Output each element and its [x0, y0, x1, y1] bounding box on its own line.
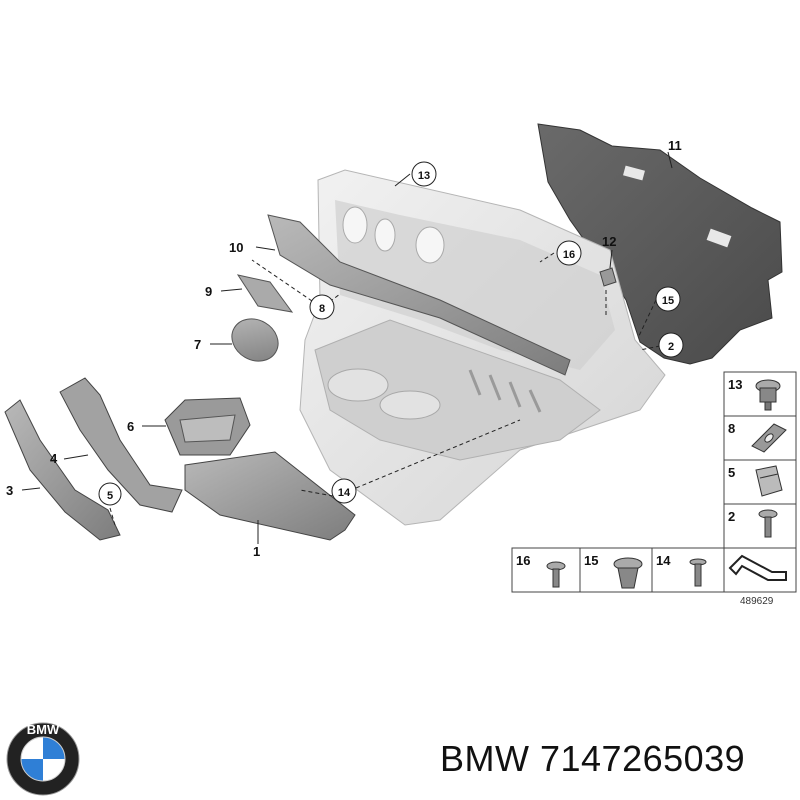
clip-13-icon — [755, 379, 781, 411]
legend-label-8: 8 — [728, 421, 735, 436]
diagram-reference-number: 489629 — [740, 596, 774, 607]
legend-label-16: 16 — [516, 553, 530, 568]
callout-16: 16 — [563, 249, 575, 261]
callout-14: 14 — [338, 487, 351, 499]
callout-2: 2 — [668, 341, 674, 353]
part-6-handle-bracket — [164, 397, 251, 456]
legend-label-14: 14 — [656, 553, 671, 568]
callout-9: 9 — [205, 284, 212, 299]
part-7-round-cover — [231, 318, 279, 362]
legend-label-5: 5 — [728, 465, 735, 480]
part-1-armrest — [184, 451, 356, 541]
part-4-handle-carrier — [59, 377, 183, 513]
callout-11: 11 — [668, 138, 682, 153]
fastener-legend: 13 8 5 2 16 15 14 — [511, 371, 797, 607]
legend-label-13: 13 — [728, 377, 742, 392]
part-9-bracket — [236, 274, 294, 313]
legend-label-2: 2 — [728, 509, 735, 524]
callout-6: 6 — [127, 419, 134, 434]
logo-letters: BMW — [27, 722, 60, 737]
part-12-clip — [599, 267, 617, 287]
callout-5: 5 — [107, 490, 113, 502]
callout-3: 3 — [6, 483, 13, 498]
screw-2-icon — [758, 509, 778, 538]
screw-14-icon — [689, 558, 707, 587]
part-10-trim-strip — [267, 214, 571, 376]
bmw-logo: BMW — [6, 722, 80, 796]
callout-13: 13 — [418, 170, 430, 182]
leader-lines — [21, 151, 673, 544]
clip-5-icon — [755, 465, 783, 497]
screw-16-icon — [546, 561, 566, 588]
legend-label-15: 15 — [584, 553, 598, 568]
callout-12: 12 — [602, 234, 616, 249]
part-number-caption: BMW 7147265039 — [440, 738, 746, 779]
clip-8-icon — [751, 423, 787, 453]
clip-15-icon — [613, 557, 643, 589]
callout-4: 4 — [50, 451, 58, 466]
callout-15: 15 — [662, 295, 674, 307]
callout-7: 7 — [194, 337, 201, 352]
callout-1: 1 — [253, 544, 260, 559]
callout-10: 10 — [229, 240, 243, 255]
bent-arrow-symbol — [728, 554, 787, 581]
callout-8: 8 — [319, 303, 325, 315]
